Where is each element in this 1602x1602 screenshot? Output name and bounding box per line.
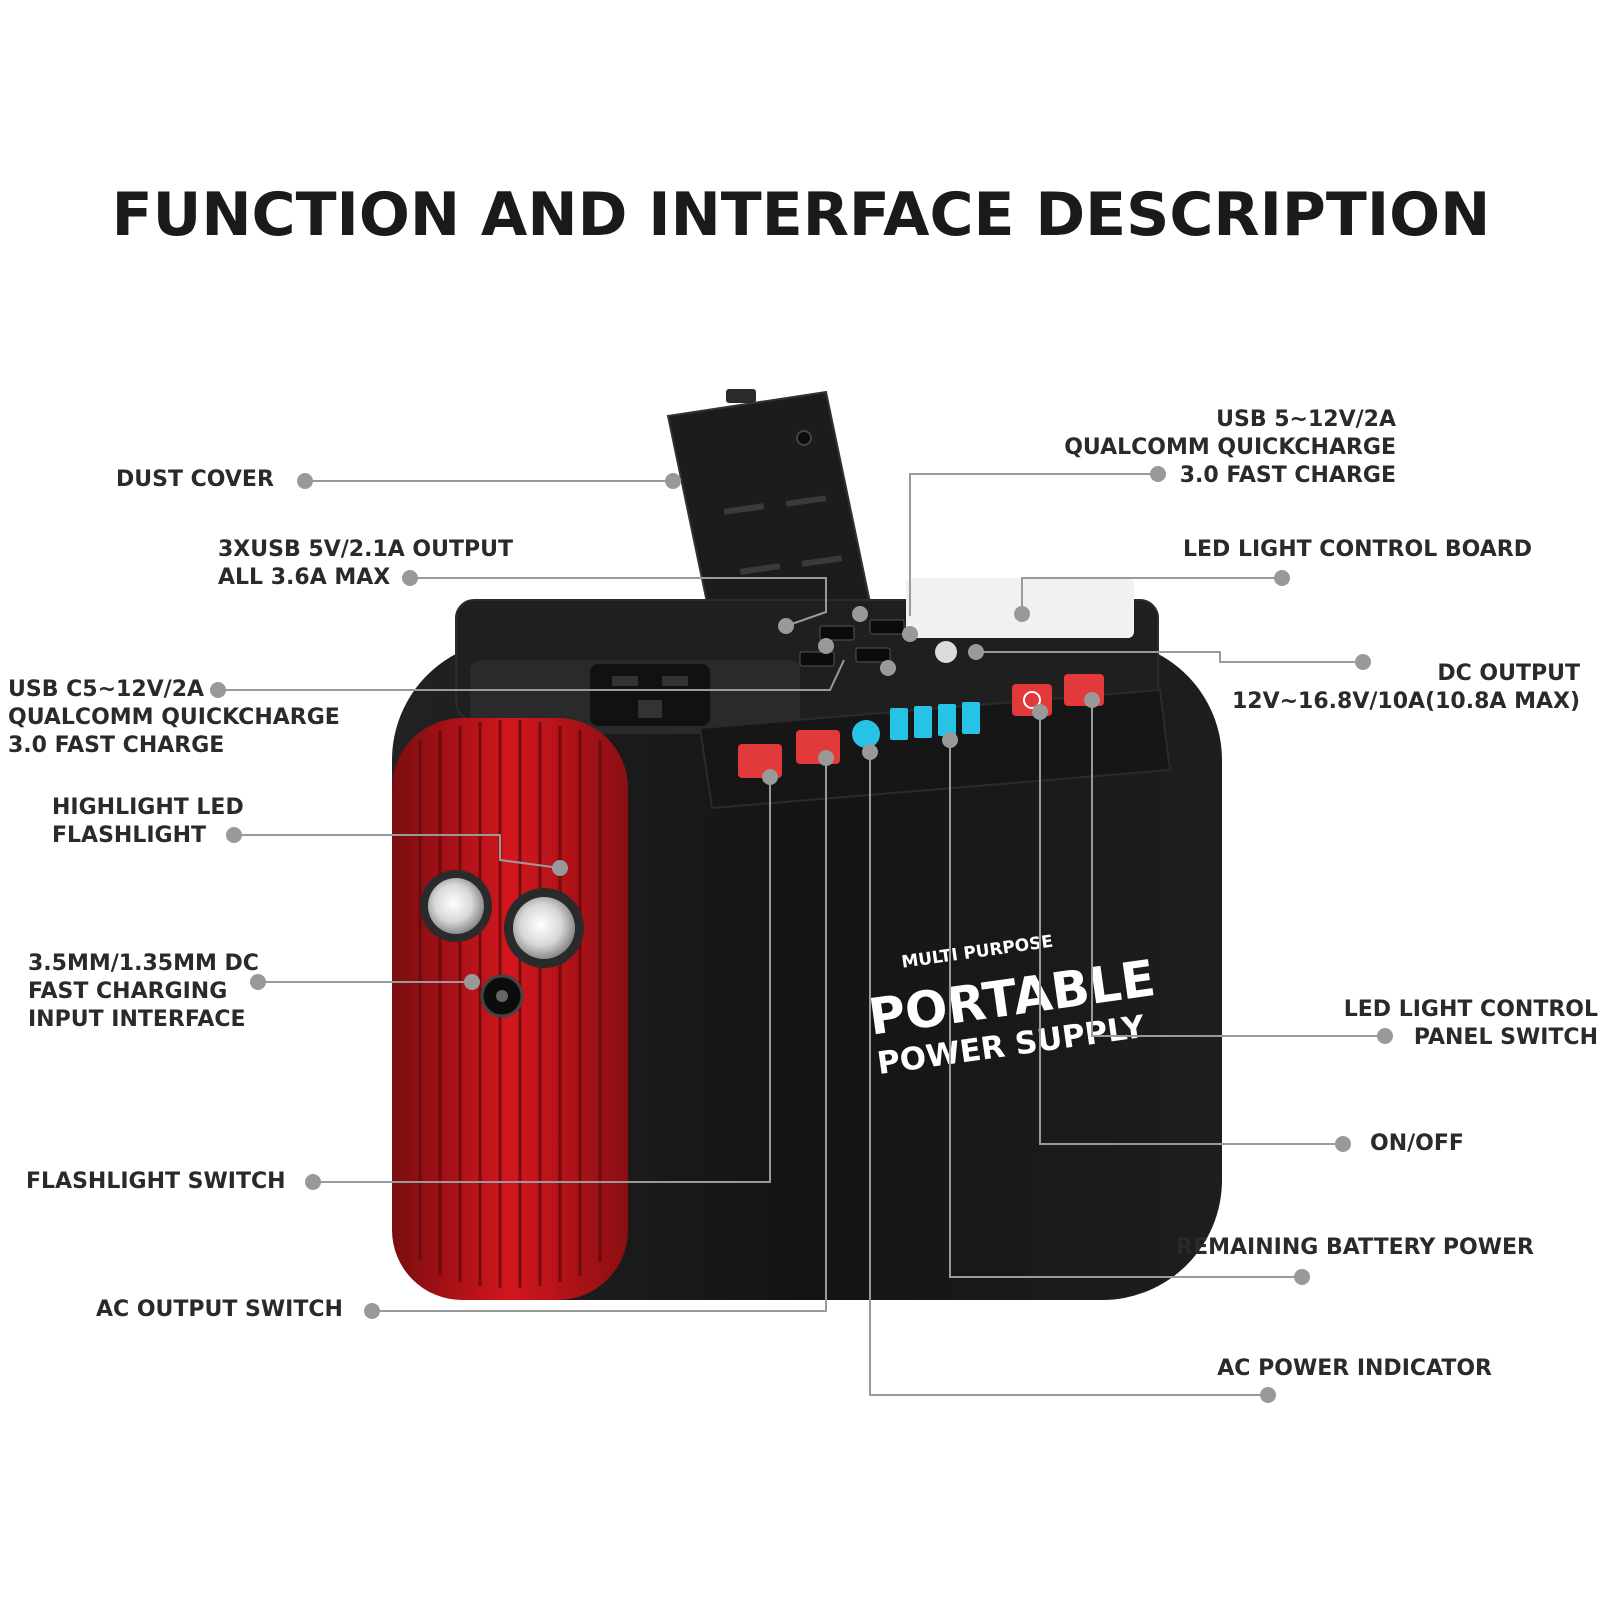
label-on-off: ON/OFF — [1370, 1131, 1464, 1156]
page-title: FUNCTION AND INTERFACE DESCRIPTION — [111, 180, 1491, 250]
power-station-body — [392, 578, 1222, 1300]
label-highlight-led: HIGHLIGHT LED FLASHLIGHT — [52, 795, 244, 848]
label-usb-quickcharge: USB 5~12V/2A QUALCOMM QUICKCHARGE 3.0 FA… — [1064, 407, 1396, 488]
label-dc-input: 3.5MM/1.35MM DC FAST CHARGING INPUT INTE… — [28, 951, 259, 1032]
leader-lines — [218, 473, 1385, 1396]
label-led-panel-switch: LED LIGHT CONTROL PANEL SWITCH — [1343, 997, 1598, 1050]
leader-dots — [210, 466, 1393, 1403]
label-flashlight-switch: FLASHLIGHT SWITCH — [26, 1169, 286, 1194]
label-remaining-battery: REMAINING BATTERY POWER — [1176, 1235, 1534, 1260]
dust-cover — [666, 389, 874, 638]
label-ac-output-switch: AC OUTPUT SWITCH — [96, 1297, 343, 1322]
label-dust-cover: DUST COVER — [116, 467, 274, 492]
label-ac-power-indicator: AC POWER INDICATOR — [1217, 1356, 1492, 1381]
ac-power-indicator-icon — [852, 720, 880, 748]
battery-level-icon — [890, 702, 980, 740]
label-3xusb-output: 3XUSB 5V/2.1A OUTPUT ALL 3.6A MAX — [218, 537, 514, 590]
label-dc-output: DC OUTPUT 12V~16.8V/10A(10.8A MAX) — [1231, 661, 1580, 714]
label-led-control-board: LED LIGHT CONTROL BOARD — [1182, 537, 1532, 562]
label-usb-c: USB C5~12V/2A QUALCOMM QUICKCHARGE 3.0 F… — [8, 677, 340, 758]
